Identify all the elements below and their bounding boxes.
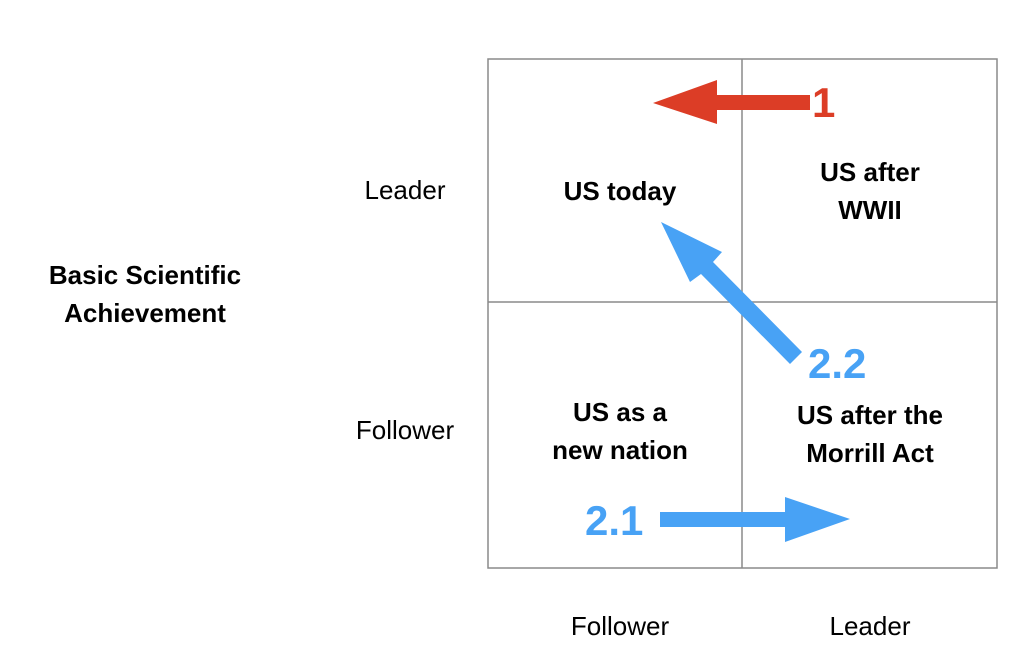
y-axis-follower-label: Follower <box>355 415 455 445</box>
y-axis-title-line1: Basic Scientific <box>48 260 242 290</box>
quadrant-line: US after <box>820 157 920 187</box>
quadrant-line: Morrill Act <box>806 438 934 468</box>
quadrant-us-new-nation: US as a new nation <box>520 393 720 469</box>
arrow-2-2-label: 2.2 <box>808 340 867 387</box>
arrow-1 <box>653 80 810 124</box>
x-axis-follower-label: Follower <box>570 611 670 641</box>
arrow-2-1 <box>660 497 850 542</box>
quadrant-line: WWII <box>838 195 902 225</box>
quadrant-us-morrill-act: US after the Morrill Act <box>760 396 980 472</box>
arrow-1-label: 1 <box>812 79 836 126</box>
y-axis-leader-label: Leader <box>364 175 446 205</box>
quadrant-line: new nation <box>552 435 688 465</box>
arrow-2-2 <box>661 222 802 364</box>
quadrant-line: US after the <box>797 400 943 430</box>
arrow-2-1-label: 2.1 <box>585 497 644 544</box>
quadrant-line: US as a <box>573 397 667 427</box>
y-axis-title: Basic Scientific Achievement <box>40 256 250 332</box>
x-axis-leader-label: Leader <box>829 611 911 641</box>
quadrant-us-today: US today <box>563 176 677 206</box>
y-axis-title-line2: Achievement <box>64 298 226 328</box>
quadrant-us-after-wwii: US after WWII <box>770 153 970 229</box>
